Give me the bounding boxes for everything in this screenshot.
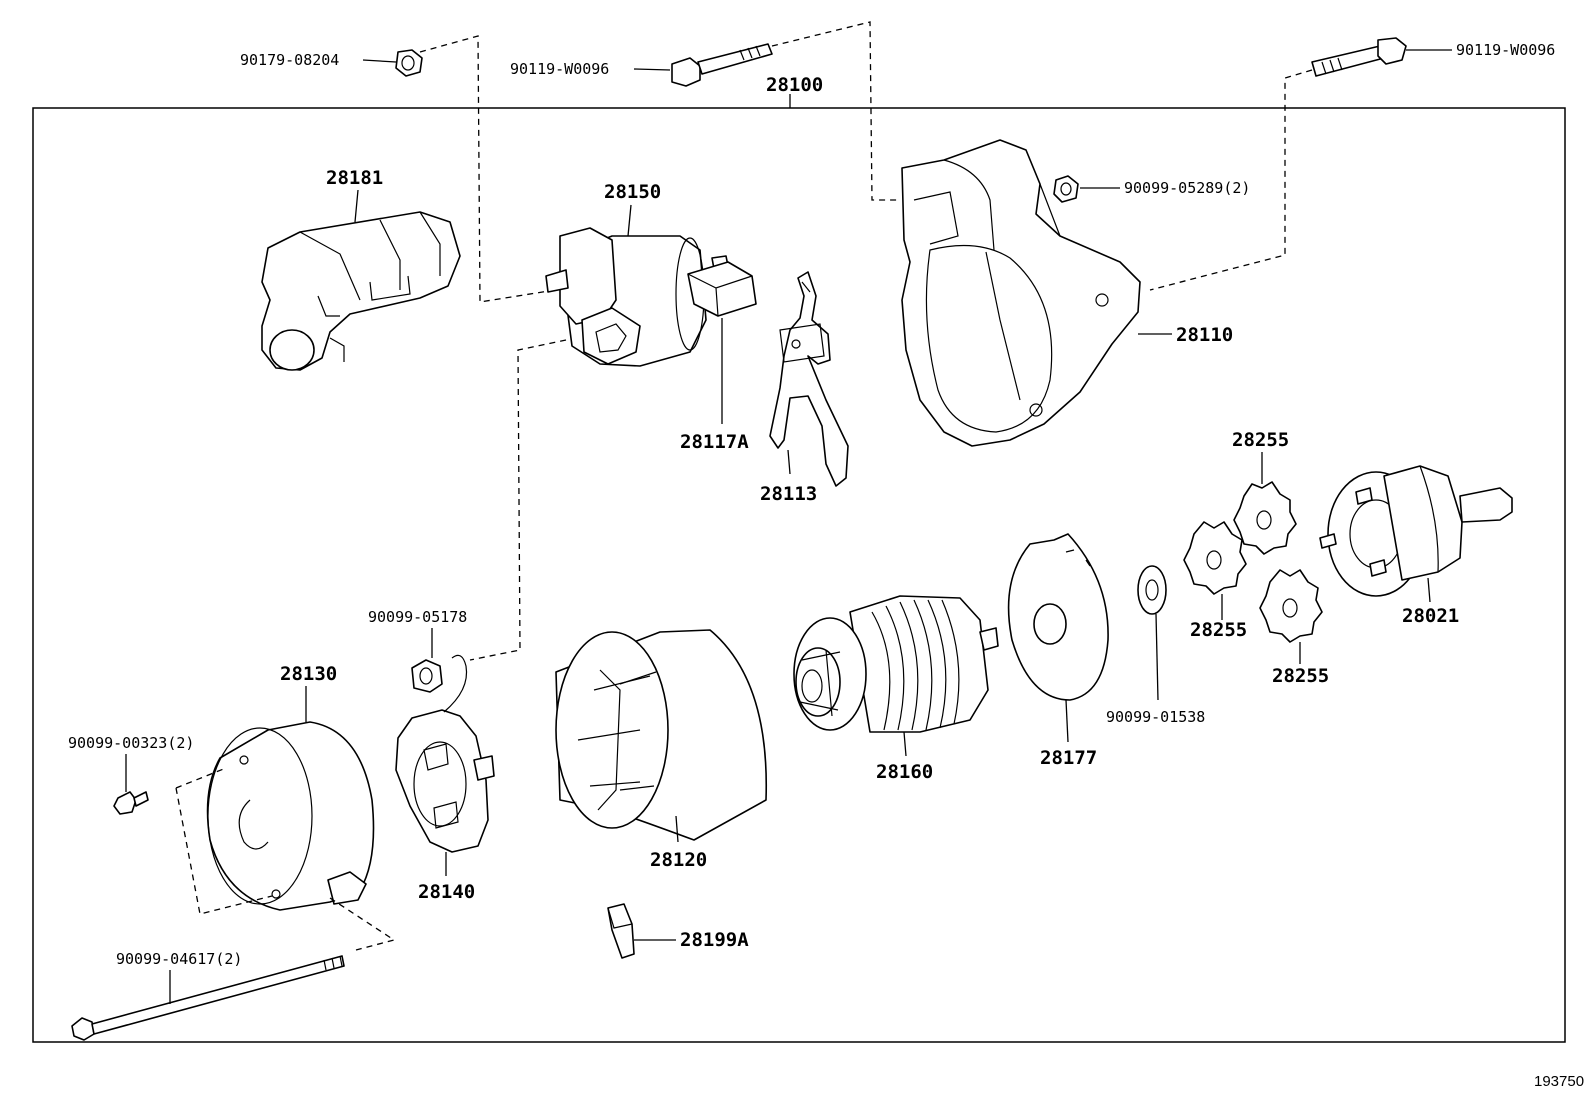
nut-90099-05289: [1053, 175, 1079, 203]
plate-28177: [1007, 533, 1109, 701]
clutch-28021: [1319, 465, 1513, 597]
lever-28113: [769, 271, 849, 487]
screw-90099-00323: [113, 791, 149, 815]
bolt-90119-w0096-right: [1311, 37, 1407, 77]
label-28181: 28181: [326, 167, 383, 189]
yoke-28120: [555, 629, 768, 841]
label-28021: 28021: [1402, 605, 1459, 627]
label-28117a: 28117A: [680, 431, 749, 453]
gear-28255-top: [1233, 481, 1297, 555]
label-28177: 28177: [1040, 747, 1097, 769]
housing-28110: [901, 139, 1141, 447]
gear-28255-bot: [1259, 569, 1323, 643]
through-bolt-90099-04617: [71, 955, 345, 1041]
armature-28160: [793, 595, 999, 733]
boot-28117a: [687, 261, 757, 317]
label-28130: 28130: [280, 663, 337, 685]
nut-90099-05178: [411, 659, 443, 693]
solenoid-28150: [545, 227, 741, 367]
label-28255-bot: 28255: [1272, 665, 1329, 687]
figure-id: 193750: [1534, 1073, 1584, 1090]
label-28113: 28113: [760, 483, 817, 505]
label-28110: 28110: [1176, 324, 1233, 346]
assembly-label: 28100: [766, 74, 823, 96]
label-90099-00323: 90099-00323(2): [68, 734, 194, 752]
label-90099-05289: 90099-05289(2): [1124, 179, 1250, 197]
end-frame-28130: [206, 721, 375, 911]
brush-holder-28140: [395, 654, 495, 853]
cover-28181: [261, 211, 461, 371]
label-90099-05178: 90099-05178: [368, 608, 467, 626]
label-28160: 28160: [876, 761, 933, 783]
label-90099-04617: 90099-04617(2): [116, 950, 242, 968]
washer-90099-01538: [1137, 565, 1167, 615]
label-28120: 28120: [650, 849, 707, 871]
label-28150: 28150: [604, 181, 661, 203]
label-28255-mid: 28255: [1190, 619, 1247, 641]
assembly-frame: [32, 107, 1566, 1043]
label-90099-01538: 90099-01538: [1106, 708, 1205, 726]
label-90119-w0096-right: 90119-W0096: [1456, 41, 1555, 59]
label-28255-top: 28255: [1232, 429, 1289, 451]
gear-28255-mid: [1183, 521, 1247, 595]
label-28140: 28140: [418, 881, 475, 903]
nut-90179-08204: [395, 49, 423, 77]
brush-28199a: [607, 903, 635, 959]
bolt-90119-w0096-left: [671, 43, 773, 87]
label-28199a: 28199A: [680, 929, 749, 951]
label-90119-w0096-left: 90119-W0096: [510, 60, 609, 78]
label-90179-08204: 90179-08204: [240, 51, 339, 69]
